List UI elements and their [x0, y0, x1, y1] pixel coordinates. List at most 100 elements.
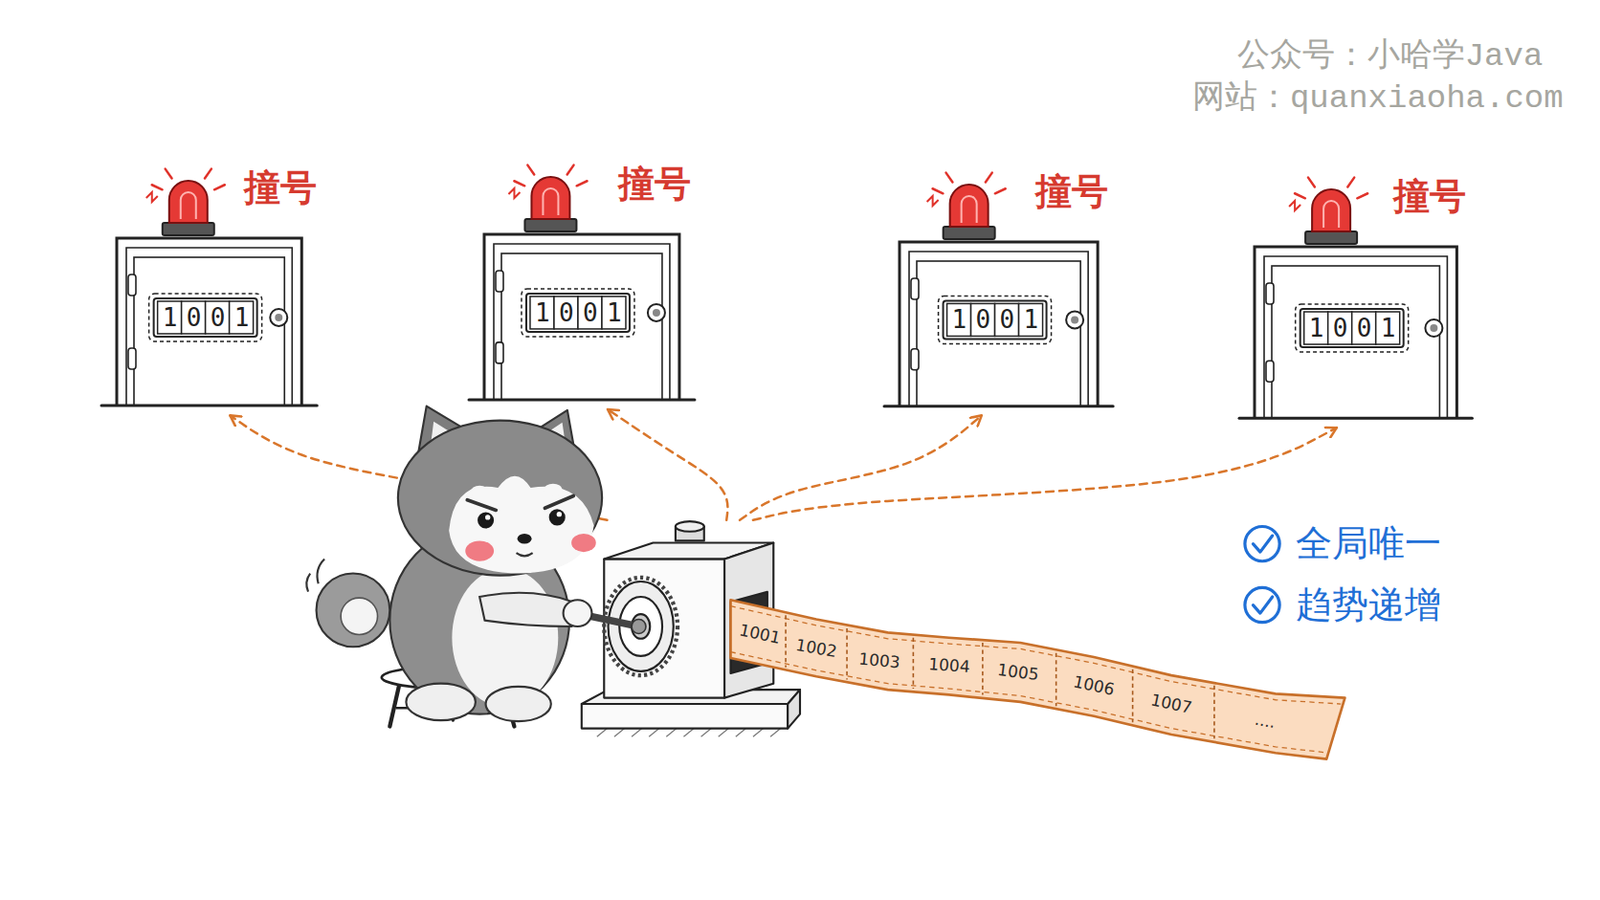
tape-number: 1007 — [1149, 691, 1194, 717]
husky-dog — [486, 687, 552, 722]
door-outline — [126, 247, 292, 406]
door-outline — [501, 253, 663, 400]
dashed-arrow — [753, 427, 1337, 521]
door-outline — [1264, 256, 1447, 419]
door-outline — [884, 404, 1113, 408]
dashed-arrow — [607, 409, 728, 521]
server-door: 撞号1001 — [114, 236, 304, 406]
door-outline — [1066, 311, 1084, 329]
door-outline — [484, 234, 680, 400]
door-outline — [985, 172, 993, 182]
door-outline — [943, 300, 1047, 339]
check-icon — [1244, 526, 1280, 623]
door-outline — [916, 261, 1081, 407]
door-outline — [528, 165, 535, 176]
feature-note: 全局唯一 — [1295, 525, 1442, 562]
door-outline — [526, 293, 630, 333]
door-outline — [1306, 231, 1358, 245]
door-outline — [1295, 304, 1409, 353]
collision-label: 撞号 — [618, 165, 691, 202]
server-door: 撞号1001 — [482, 232, 682, 400]
id-tape — [730, 652, 1329, 755]
door-outline — [647, 304, 666, 322]
husky-dog — [306, 574, 311, 593]
door-outline — [961, 196, 978, 223]
collision-label: 撞号 — [1393, 177, 1467, 215]
door-outline — [514, 180, 526, 186]
husky-dog — [316, 559, 325, 585]
door-outline — [128, 274, 136, 296]
collision-label: 撞号 — [1035, 173, 1109, 210]
tape-number: 1004 — [927, 656, 970, 676]
door-outline — [468, 398, 695, 401]
husky-dog — [517, 533, 533, 545]
husky-dog — [306, 406, 602, 722]
door-outline — [1289, 200, 1302, 211]
crank-arm — [631, 620, 646, 635]
husky-dog — [448, 476, 594, 575]
door-outline — [899, 242, 1098, 407]
door-outline — [128, 348, 136, 370]
door-outline — [1300, 309, 1404, 348]
door-outline — [1357, 193, 1369, 199]
door-outline — [1430, 324, 1439, 333]
husky-dog — [485, 514, 490, 520]
door-outline — [1266, 283, 1274, 305]
stool — [389, 682, 400, 728]
door-outline — [162, 222, 215, 236]
door-outline — [101, 404, 317, 408]
watermark: 公众号：小哈学Java — [1237, 40, 1544, 73]
tape-number: 1002 — [794, 637, 839, 661]
check-icon — [1244, 526, 1280, 561]
door-outline — [493, 244, 670, 400]
door-outline — [154, 298, 258, 337]
husky-dog — [556, 511, 562, 517]
husky-dog — [470, 486, 489, 499]
door-outline — [532, 177, 571, 220]
door-outline — [149, 293, 263, 342]
husky-dog — [543, 484, 562, 497]
door-outline — [1308, 177, 1315, 188]
door-outline — [1254, 246, 1457, 419]
husky-dog — [544, 495, 574, 509]
crank-arm — [563, 600, 593, 627]
generator-machine — [581, 521, 800, 737]
husky-dog — [316, 574, 391, 648]
husky-dog — [516, 553, 534, 556]
door-outline — [165, 169, 173, 179]
door-outline — [950, 184, 989, 227]
door-outline — [943, 226, 996, 240]
door-outline — [1070, 315, 1079, 324]
door-outline — [911, 348, 919, 370]
generator-machine — [631, 614, 650, 640]
feature-note: 趋势递增 — [1295, 586, 1442, 623]
tape-number: 1006 — [1071, 673, 1116, 699]
generator-machine — [675, 521, 705, 533]
door-outline — [577, 180, 588, 186]
generator-machine — [603, 577, 678, 676]
door-outline — [275, 313, 284, 322]
door-outline — [1312, 189, 1352, 232]
id-tape — [730, 600, 1345, 759]
server-door: 撞号1001 — [897, 240, 1100, 407]
check-icon — [1244, 587, 1280, 623]
collision-label: 撞号 — [244, 169, 317, 206]
door-outline — [525, 219, 578, 232]
door-outline — [146, 192, 158, 202]
door-outline — [116, 238, 302, 406]
check-icon — [1252, 597, 1272, 614]
door-outline — [495, 270, 504, 292]
husky-dog — [340, 598, 378, 635]
husky-dog — [451, 568, 558, 708]
door-outline — [521, 288, 635, 337]
crank-arm — [479, 593, 646, 635]
id-tape — [730, 606, 1341, 705]
door-outline — [567, 165, 575, 176]
door-outline — [1348, 177, 1356, 188]
door-outline — [909, 251, 1089, 407]
husky-dog — [465, 540, 494, 561]
husky-dog — [466, 500, 496, 512]
